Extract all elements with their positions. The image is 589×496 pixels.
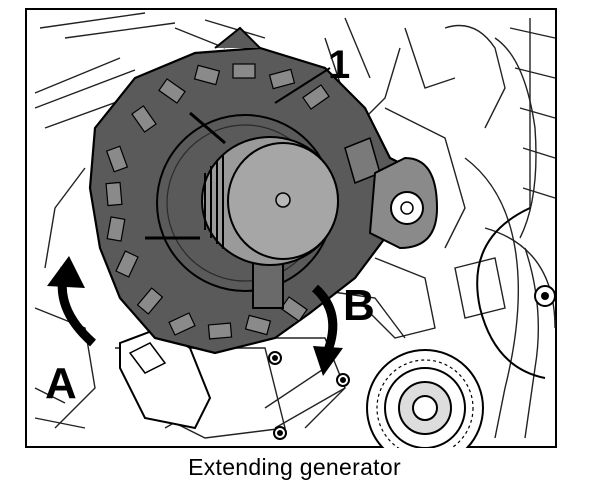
callout-part-1: 1	[328, 43, 350, 87]
generator-illustration: 1 A B	[25, 8, 557, 448]
callout-1-leader	[274, 67, 331, 104]
generator-pulley	[201, 136, 339, 266]
figure-caption: Extending generator	[188, 454, 401, 480]
callout-arrow-b: B	[343, 281, 375, 330]
callout-arrow-a: A	[45, 359, 77, 408]
tensioner-pulley	[366, 349, 484, 448]
rotation-arrow-a	[47, 256, 97, 347]
generator-bracket	[119, 326, 212, 430]
mounting-ear	[368, 156, 439, 250]
crank-pulley	[476, 207, 556, 379]
rotation-arrow-b	[311, 284, 343, 376]
